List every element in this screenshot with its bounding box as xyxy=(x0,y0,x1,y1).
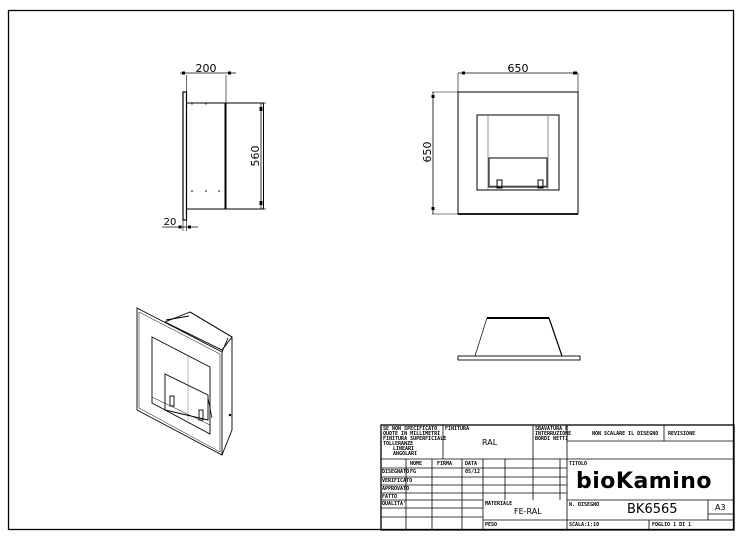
drawing-number: BK6565 xyxy=(627,502,678,517)
row-drawn-name: FG xyxy=(410,469,417,475)
sheet-border xyxy=(7,9,735,531)
tolerance-line: SE NON SPECIFICATO xyxy=(383,426,438,432)
scale-label: SCALA:1:10 xyxy=(569,522,600,528)
row-label-quality: QUALITA' xyxy=(382,501,407,507)
material-label: MATERIALE xyxy=(485,501,513,507)
row-label-approved: APPROVATO xyxy=(382,486,410,492)
weight-label: PESO xyxy=(485,522,498,528)
dim-width-label: 650 xyxy=(508,62,529,75)
sheet-label: FOGLIO 1 DI 1 xyxy=(652,522,692,528)
side-view xyxy=(162,71,266,231)
row-label-done: FATTO xyxy=(382,494,398,500)
header-signature: FIRMA xyxy=(437,461,453,467)
tolerance-note: SE NON SPECIFICATO QUOTE IN MILLIMETRI F… xyxy=(383,427,446,457)
top-view xyxy=(457,317,581,361)
revision-label: REVISIONE xyxy=(668,431,696,437)
row-label-verified: VERIFICATO xyxy=(382,478,413,484)
dim-depth-label: 200 xyxy=(196,62,217,75)
title-block-grid xyxy=(380,424,735,531)
no-scale-label: NON SCALARE IL DISEGNO xyxy=(592,431,659,437)
row-label-drawn: DISEGNATO xyxy=(382,469,410,475)
brand-title: bioKamino xyxy=(576,469,713,494)
isometric-view xyxy=(136,307,233,456)
row-drawn-date: 05/12 xyxy=(465,469,481,475)
sheet-size: A3 xyxy=(715,503,726,512)
dim-flange-label: 20 xyxy=(164,217,177,228)
tolerance-line: LINEARI xyxy=(393,446,415,452)
tolerance-line: QUOTE IN MILLIMETRI xyxy=(383,431,441,437)
deburr-line: BORDI NETTI xyxy=(535,436,569,442)
drawing-number-label: N. DISEGNO xyxy=(569,502,600,508)
header-name: NOME xyxy=(410,461,423,467)
deburr-note: SBAVATURA E INTERRUZIONE BORDI NETTI xyxy=(535,427,571,442)
finish-label: FINITURA xyxy=(445,426,470,432)
finish-value: RAL xyxy=(482,438,498,447)
tolerance-line: FINITURA SUPERFICIALE xyxy=(383,436,447,442)
header-date: DATA xyxy=(465,461,478,467)
front-view xyxy=(431,71,579,215)
dim-height-label: 560 xyxy=(249,146,262,167)
deburr-line: INTERRUZIONE xyxy=(535,431,572,437)
material-value: FE-RAL xyxy=(514,507,542,516)
dim-front-height-label: 650 xyxy=(421,142,434,163)
tolerance-line: TOLLERANZE xyxy=(383,441,414,447)
title-label: TITOLO xyxy=(569,461,588,467)
tolerance-line: ANGOLARI xyxy=(393,451,418,457)
deburr-line: SBAVATURA E xyxy=(535,426,569,432)
